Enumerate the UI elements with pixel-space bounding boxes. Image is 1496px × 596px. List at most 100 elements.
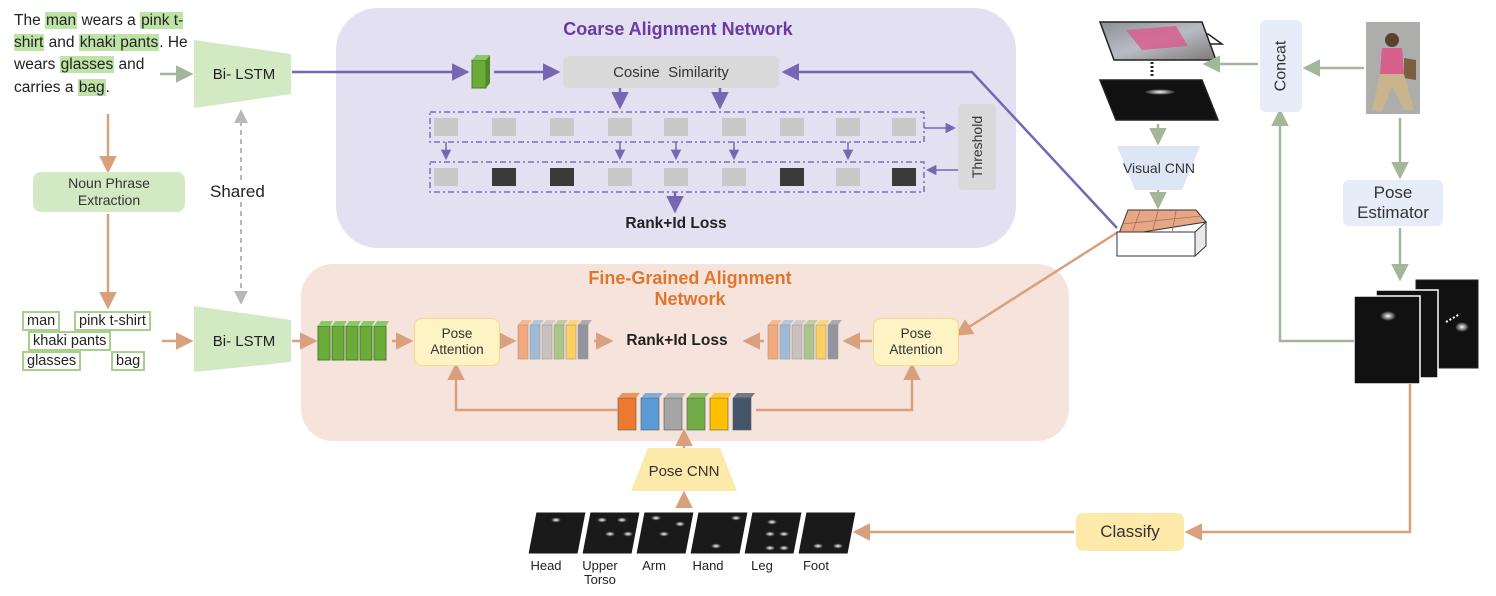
threshold-square xyxy=(492,168,516,186)
coarse-alignment-title: Coarse Alignment Network xyxy=(563,18,793,39)
part-feature-top xyxy=(578,320,592,325)
phrase-feature xyxy=(359,325,373,361)
part-feature xyxy=(791,324,803,360)
phrase-feature xyxy=(331,325,345,361)
part-feature-top xyxy=(566,320,580,325)
feature-cube-front xyxy=(1116,231,1196,257)
pose-heatmap-front-spot xyxy=(1380,311,1396,321)
body-part-heatmap xyxy=(797,511,857,555)
pose-attention-right: Pose Attention xyxy=(873,318,959,366)
arrow-heatmaps-to-classify xyxy=(1184,384,1412,541)
part-feature xyxy=(541,324,553,360)
part-feature-top xyxy=(780,320,794,325)
bilstm-top-shape xyxy=(194,40,291,108)
part-feature xyxy=(617,397,637,431)
phrase-bag: bag xyxy=(111,351,146,371)
part-feature-top xyxy=(710,393,732,398)
part-feature-top xyxy=(618,393,640,398)
similarity-row-frame xyxy=(429,111,925,143)
feature-map-image-pink xyxy=(1126,26,1188,50)
person-pants xyxy=(1372,74,1414,112)
threshold-square xyxy=(434,168,458,186)
noun-phrase-extraction-box: Noun Phrase Extraction xyxy=(33,172,185,212)
highlighted-phrase: glasses xyxy=(59,56,115,74)
similarity-square xyxy=(664,118,688,136)
threshold-row-frame xyxy=(429,161,925,193)
pose-estimator-box: Pose Estimator xyxy=(1343,180,1443,226)
arrow-heatmaps-to-concat xyxy=(1271,108,1354,343)
similarity-square xyxy=(722,118,746,136)
body-part-label: Upper Torso xyxy=(582,558,618,587)
phrase-glasses: glasses xyxy=(22,351,82,371)
threshold-square xyxy=(550,168,574,186)
visual-cnn-label: Visual CNN xyxy=(1122,159,1196,176)
part-feature xyxy=(577,324,589,360)
classify-box: Classify xyxy=(1076,513,1184,551)
part-feature-top xyxy=(641,393,663,398)
sentence-text: . He wears xyxy=(14,34,188,74)
sentence-text: The xyxy=(14,12,46,29)
part-feature xyxy=(803,324,815,360)
similarity-square xyxy=(434,118,458,136)
feature-map-bottom xyxy=(1098,79,1220,121)
heatmap-spot xyxy=(833,543,843,549)
part-feature xyxy=(709,397,729,431)
feature-cube-side xyxy=(1194,220,1207,258)
part-feature-top xyxy=(828,320,842,325)
pose-cnn-label: Pose CNN xyxy=(648,462,720,480)
similarity-square xyxy=(550,118,574,136)
similarity-square xyxy=(608,118,632,136)
body-part-heatmaps xyxy=(527,511,857,555)
pose-heatmap-front xyxy=(1353,295,1421,385)
phrase-feature xyxy=(317,325,331,361)
part-feature xyxy=(640,397,660,431)
part-feature xyxy=(732,397,752,431)
similarity-squares xyxy=(434,118,916,136)
threshold-square xyxy=(722,168,746,186)
part-feature xyxy=(565,324,577,360)
feature-cube-grid xyxy=(1121,210,1203,234)
part-feature xyxy=(827,324,839,360)
body-part-heatmap xyxy=(527,511,587,555)
heatmap-spot xyxy=(731,515,741,521)
part-feature-top xyxy=(530,320,544,325)
feature-map-spot xyxy=(1144,89,1176,95)
threshold-label: Threshold xyxy=(969,115,985,179)
person-shirt xyxy=(1380,48,1404,74)
body-part-label: Leg xyxy=(751,558,773,573)
heatmap-spot xyxy=(767,519,777,525)
row-down-arrows xyxy=(440,142,854,161)
phrase-feature xyxy=(373,325,387,361)
pose-cnn-shape xyxy=(631,448,737,491)
similarity-square xyxy=(892,118,916,136)
threshold-squares xyxy=(434,168,916,186)
part-feature-top xyxy=(554,320,568,325)
heatmap-spot xyxy=(779,531,789,537)
input-sentence: The man wears a pink t-shirt and khaki p… xyxy=(14,10,189,99)
body-part-label: Head xyxy=(530,558,562,573)
concat-box: Concat xyxy=(1260,20,1302,112)
highlighted-phrase: bag xyxy=(77,78,106,96)
threshold-square xyxy=(608,168,632,186)
part-feature-top xyxy=(804,320,818,325)
part-feature-top xyxy=(733,393,755,398)
part-feature-top xyxy=(768,320,782,325)
part-feature xyxy=(663,397,683,431)
phrase-khaki-pants: khaki pants xyxy=(28,331,112,351)
body-part-heatmap xyxy=(689,511,749,555)
heatmap-spot xyxy=(659,531,669,537)
threshold-square xyxy=(836,168,860,186)
arrow-visual-to-attention xyxy=(955,230,1119,336)
part-feature-top xyxy=(792,320,806,325)
similarity-square xyxy=(836,118,860,136)
sentence-text: and carries a xyxy=(14,56,145,96)
part-feature xyxy=(767,324,779,360)
sentence-text: and xyxy=(44,34,79,52)
heatmap-spot xyxy=(779,545,789,551)
cosine-similarity-label: Cosine Similarity xyxy=(613,63,729,81)
body-part-label: Arm xyxy=(642,558,666,573)
phrase-feature-top xyxy=(332,321,347,326)
phrase-feature-top xyxy=(318,321,333,326)
arrow-pose-to-left-attention xyxy=(447,362,618,412)
